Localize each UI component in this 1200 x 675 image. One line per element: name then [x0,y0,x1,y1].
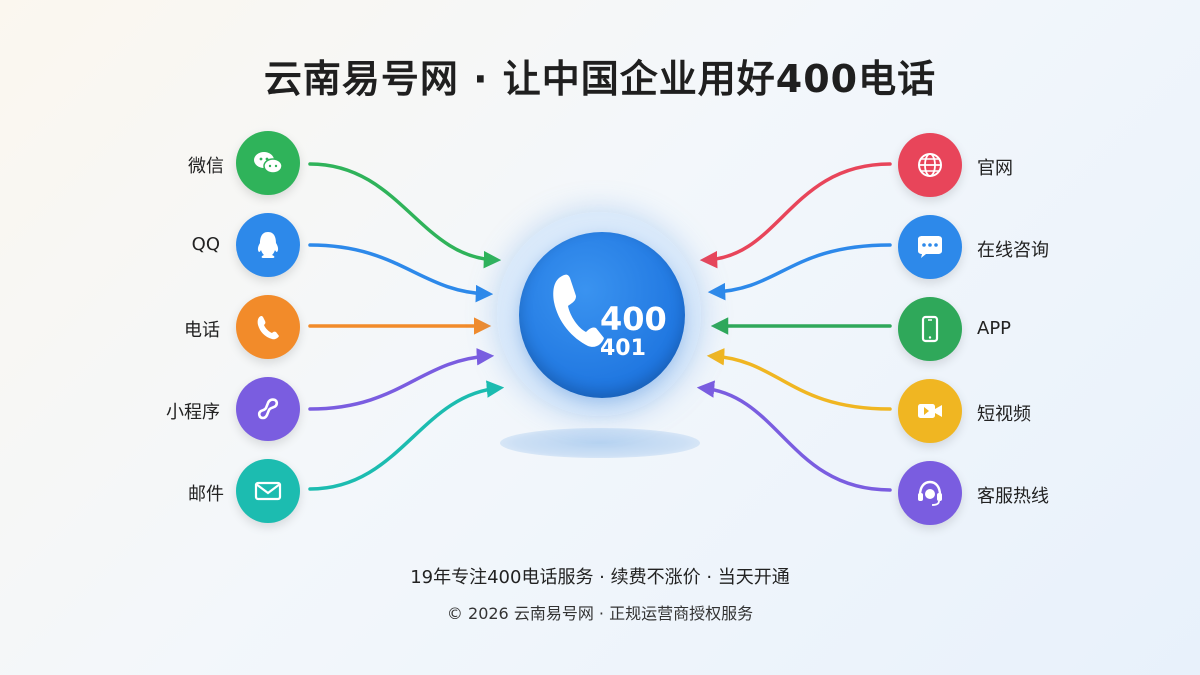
right-arrow-4 [696,380,892,492]
left-arrow-4 [308,380,505,491]
headset-icon [898,461,962,525]
phone-icon [236,295,300,359]
right-label-online-consult: 在线咨询 [977,240,1049,261]
hub-phone-icon [553,274,604,347]
wechat-icon [236,131,300,195]
left-arrow-0 [308,162,502,269]
left-arrow-1 [308,243,494,303]
left-label-qq: QQ [191,234,220,255]
hub-sub-number: 401 [600,336,646,361]
left-label-mail: 邮件 [188,484,224,505]
right-arrow-0 [699,162,892,269]
left-label-mini-program: 小程序 [166,402,220,423]
right-label-hotline: 客服热线 [977,486,1049,507]
right-label-website: 官网 [977,158,1013,179]
globe-icon [898,133,962,197]
mini-program-icon [236,377,300,441]
right-arrow-1 [707,243,892,301]
footer-tagline: 19年专注400电话服务 · 续费不涨价 · 当天开通 [410,567,790,588]
hub-base-shadow [500,428,700,458]
left-label-wechat: 微信 [188,156,224,177]
left-label-phone: 电话 [184,320,220,341]
hub-400-circle [519,232,685,398]
smartphone-icon [898,297,962,361]
chat-bubble-icon [898,215,962,279]
right-label-short-video: 短视频 [977,404,1031,425]
mail-icon [236,459,300,523]
right-label-app: APP [977,318,1012,339]
page-title: 云南易号网 · 让中国企业用好400电话 [263,57,937,101]
hub-main-number: 400 [600,300,667,338]
right-arrow-3 [706,347,892,411]
qq-icon [236,213,300,277]
footer-copyright: © 2026 云南易号网 · 正规运营商授权服务 [446,604,754,623]
left-arrow-3 [308,347,495,411]
video-camera-icon [898,379,962,443]
